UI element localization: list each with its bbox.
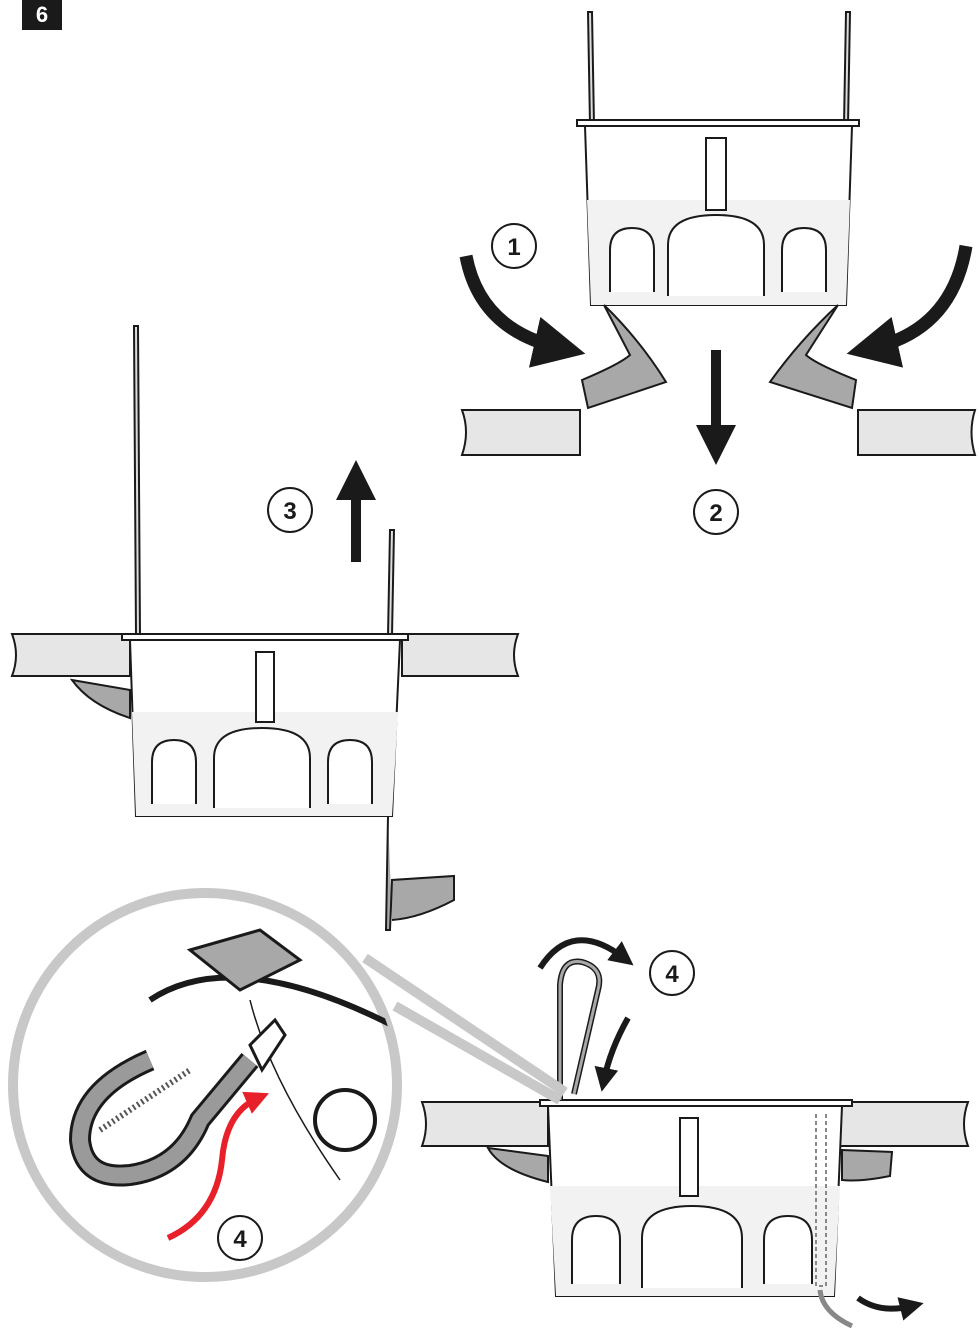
- step-marker-3: 3: [267, 487, 313, 533]
- svg-text:1: 1: [507, 234, 520, 261]
- guide-pin-right: [842, 11, 852, 126]
- knockout-center: [213, 726, 311, 808]
- knockout-left: [571, 1214, 621, 1284]
- guide-pin-right: [386, 529, 396, 637]
- rotate-arrow-icon: [846, 244, 973, 368]
- wall-board-left: [460, 409, 581, 456]
- knockout-left: [151, 738, 197, 804]
- rotate-arrow-icon: [459, 254, 586, 368]
- panel-bend-pins: [420, 958, 970, 1329]
- knockout-center: [667, 213, 765, 296]
- knockout-ring-detail: [313, 1088, 377, 1152]
- claw-right-pulled: [384, 815, 455, 931]
- wall-board-right: [839, 1101, 970, 1147]
- inserted-pin-dashed: [815, 1114, 827, 1287]
- down-arrow-icon: [594, 1016, 631, 1092]
- claw-right: [768, 304, 858, 410]
- box-center-rib: [679, 1117, 699, 1197]
- step-marker-4: 4: [649, 950, 695, 996]
- pull-arrow-icon: [856, 1295, 924, 1321]
- figure-number-badge: 6: [22, 0, 62, 30]
- callout-magnifier: [8, 888, 568, 1282]
- rotate-arrow-icon: [537, 937, 634, 970]
- svg-text:3: 3: [283, 498, 296, 525]
- box-center-rib: [255, 651, 275, 723]
- wall-board-right: [857, 409, 977, 456]
- knockout-right: [781, 226, 827, 292]
- claw-left: [486, 1146, 549, 1184]
- step-marker-4-detail: 4: [217, 1215, 263, 1261]
- knockout-center: [641, 1204, 743, 1288]
- claw-detail: [186, 928, 303, 992]
- claw-left: [69, 678, 131, 720]
- svg-text:4: 4: [665, 961, 679, 988]
- step-marker-2: 2: [693, 489, 739, 535]
- wall-board-left: [10, 633, 131, 677]
- guide-pin-left: [586, 11, 596, 126]
- claw-right: [841, 1148, 894, 1182]
- callout-pointer: [362, 953, 568, 1097]
- svg-text:4: 4: [233, 1226, 247, 1253]
- knockout-right: [763, 1214, 813, 1284]
- guide-pin-left: [132, 325, 142, 637]
- knockout-right: [327, 738, 373, 804]
- step-marker-1: 1: [491, 223, 537, 269]
- panel-pull-pins: [10, 325, 520, 931]
- curved-red-arrow-icon: [166, 1091, 269, 1241]
- claw-left: [580, 304, 668, 410]
- wall-board-right: [401, 633, 520, 677]
- bent-guide-pin: [557, 958, 603, 1100]
- knockout-left: [609, 226, 655, 292]
- box-center-rib: [705, 137, 727, 211]
- wall-board-left: [420, 1101, 549, 1147]
- svg-text:2: 2: [709, 500, 722, 527]
- panel-insert-box: [460, 11, 977, 456]
